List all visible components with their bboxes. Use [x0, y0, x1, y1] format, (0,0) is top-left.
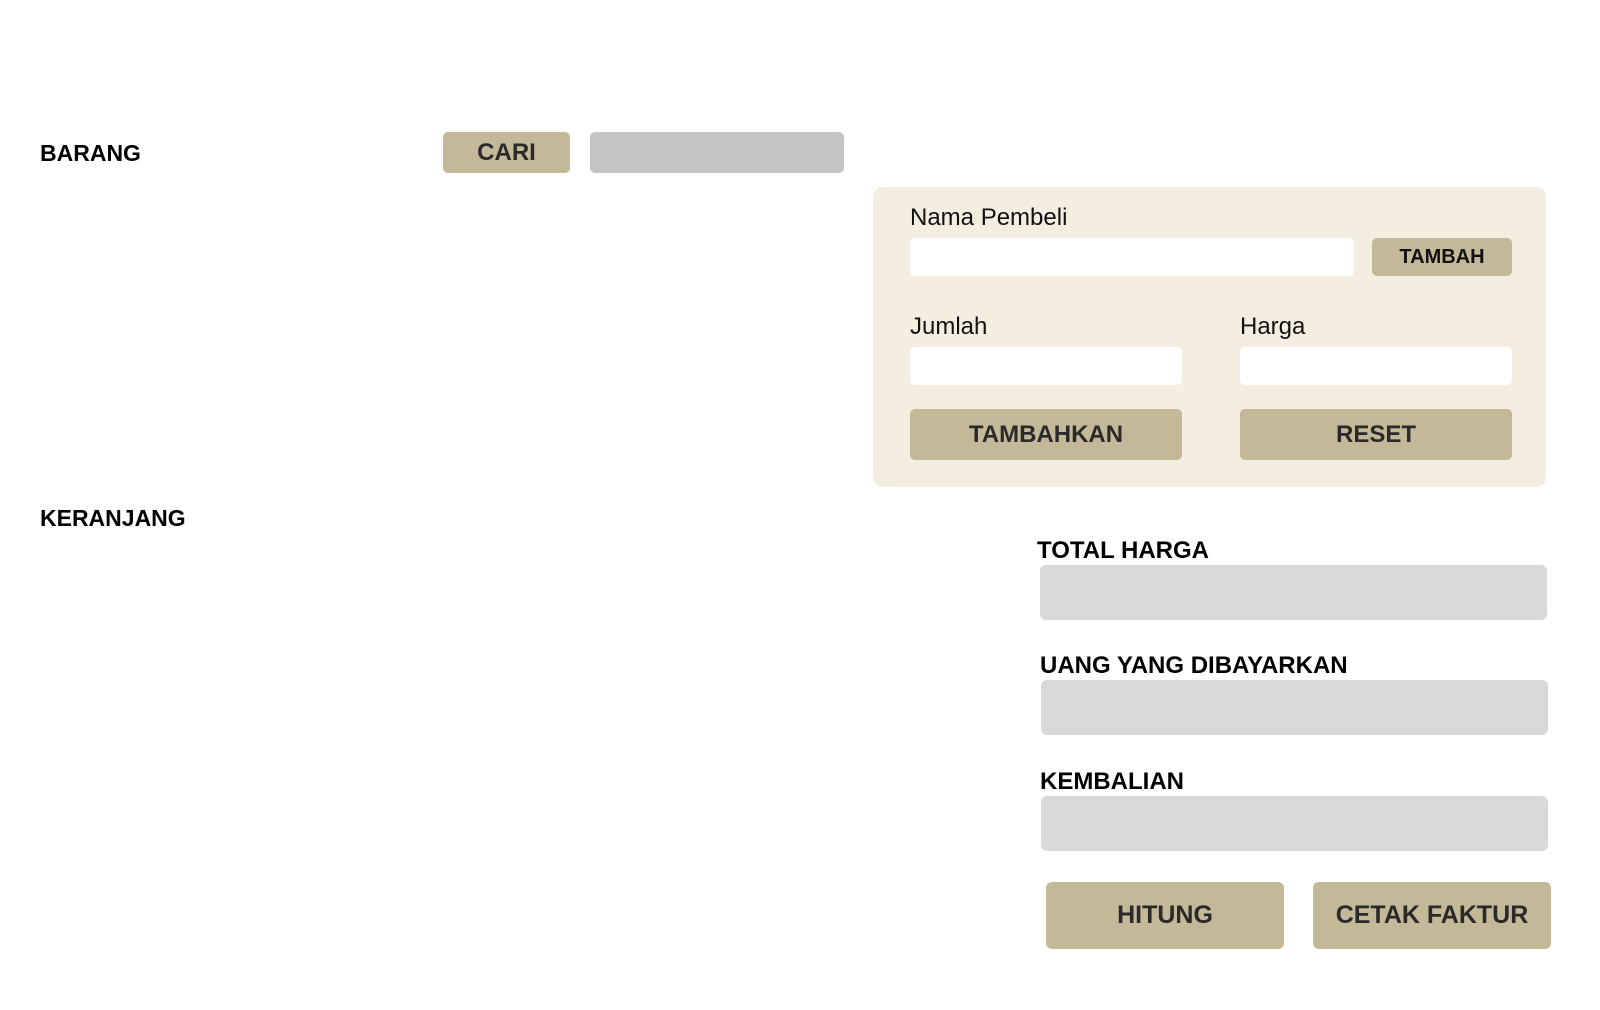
add-buyer-button[interactable]: TAMBAH	[1372, 238, 1512, 276]
add-item-button[interactable]: TAMBAHKAN	[910, 409, 1182, 460]
price-label: Harga	[1240, 313, 1306, 340]
buyer-name-label: Nama Pembeli	[910, 204, 1068, 231]
change-field[interactable]	[1041, 796, 1548, 851]
total-price-label: TOTAL HARGA	[1037, 537, 1209, 564]
quantity-label: Jumlah	[910, 313, 988, 340]
calculate-button[interactable]: HITUNG	[1046, 882, 1284, 949]
change-label: KEMBALIAN	[1040, 768, 1184, 795]
search-button[interactable]: CARI	[443, 132, 570, 173]
amount-paid-field[interactable]	[1041, 680, 1548, 735]
keranjang-title: KERANJANG	[40, 505, 186, 531]
quantity-input[interactable]	[910, 347, 1182, 385]
purchase-form-panel: Nama Pembeli TAMBAH Jumlah Harga TAMBAHK…	[873, 187, 1546, 487]
barang-title: BARANG	[40, 140, 141, 166]
buyer-name-input[interactable]	[910, 238, 1354, 276]
price-input[interactable]	[1240, 347, 1512, 385]
cart-area	[40, 545, 940, 985]
search-input[interactable]	[590, 132, 844, 173]
reset-button[interactable]: RESET	[1240, 409, 1512, 460]
amount-paid-label: UANG YANG DIBAYARKAN	[1040, 652, 1348, 679]
print-invoice-button[interactable]: CETAK FAKTUR	[1313, 882, 1551, 949]
total-price-field[interactable]	[1040, 565, 1547, 620]
